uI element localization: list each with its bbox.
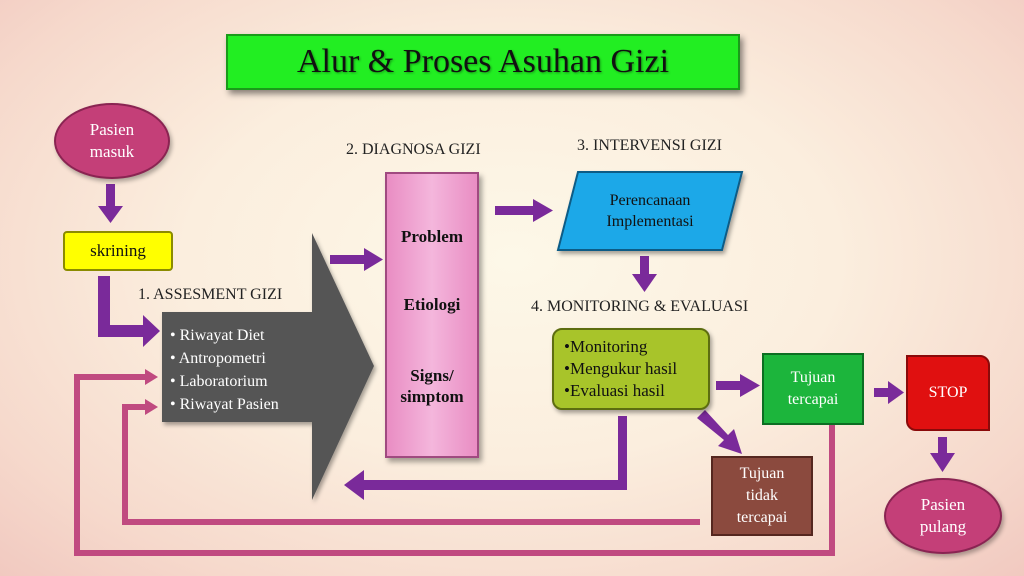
monitoring-label: 4. MONITORING & EVALUASI: [531, 298, 749, 315]
flow-arrows: [98, 184, 955, 500]
page-title: Alur & Proses Asuhan Gizi: [226, 34, 740, 90]
diagnosa-simptom: simptom: [400, 387, 464, 406]
skrining-text: skrining: [90, 241, 146, 260]
loop-inner-arrowhead: [145, 399, 158, 415]
assessment-item: • Laboratorium: [170, 373, 268, 390]
tujuan-tidak-tercapai-box: Tujuan tidak tercapai: [711, 456, 813, 536]
loop-outer-arrowhead: [145, 369, 158, 385]
arrow-diagnosa-intervensi-shaft: [495, 206, 535, 215]
loop-outer: [74, 374, 835, 556]
monitoring-item: •Monitoring: [564, 337, 648, 356]
tujuan-tidak-line3: tercapai: [736, 509, 788, 526]
intervensi-shape: [556, 171, 744, 251]
intervensi-text: Perencanaan Implementasi: [566, 176, 734, 246]
monitoring-item: •Mengukur hasil: [564, 359, 678, 378]
arrow-stop-pulang-head: [930, 453, 955, 472]
arrow-monitoring-tercapai-shaft: [716, 381, 742, 390]
monitoring-box: •Monitoring •Mengukur hasil •Evaluasi ha…: [552, 328, 710, 410]
assessment-label: 1. ASSESMENT GIZI: [138, 286, 283, 303]
arrow-monitoring-tercapai-head: [740, 374, 760, 397]
tujuan-tercapai-line2: tercapai: [787, 391, 839, 408]
intervensi-label: 3. INTERVENSI GIZI: [577, 137, 722, 154]
arrow-stop-pulang-shaft: [938, 437, 947, 455]
diagnosa-problem: Problem: [400, 227, 463, 246]
arrow-monitoring-return: [344, 416, 627, 500]
pasien-pulang-line1: Pasien: [920, 495, 966, 514]
page-title-text: Alur & Proses Asuhan Gizi: [296, 43, 670, 80]
arrow-intervensi-monitoring-shaft: [640, 256, 649, 276]
assessment-item: • Riwayat Diet: [170, 327, 265, 344]
arrow-masuk-skrining-head: [98, 206, 123, 223]
skrining-node: skrining: [63, 231, 173, 271]
intervensi-item: Perencanaan: [609, 192, 691, 209]
arrow-tercapai-stop-shaft: [874, 388, 890, 397]
monitoring-item: •Evaluasi hasil: [564, 381, 665, 400]
stop-box: STOP: [906, 355, 990, 431]
intervensi-item: Implementasi: [606, 213, 694, 230]
assessment-arrow-shape: [162, 233, 374, 500]
pasien-masuk-node: Pasien masuk: [54, 103, 170, 179]
loop-inner: [122, 404, 700, 525]
arrow-masuk-skrining-shaft: [106, 184, 115, 208]
assessment-item: • Antropometri: [170, 350, 266, 367]
arrow-monitoring-tidak-tercapai: [697, 410, 742, 454]
pasien-masuk-line1: Pasien: [89, 120, 135, 139]
diagnosa-etiologi: Etiologi: [403, 295, 461, 314]
diagnosa-label: 2. DIAGNOSA GIZI: [346, 141, 481, 158]
diagnosa-signs: Signs/: [410, 366, 454, 385]
tujuan-tidak-line1: Tujuan: [739, 465, 785, 482]
arrow-intervensi-monitoring-head: [632, 274, 657, 292]
stop-text: STOP: [928, 384, 968, 401]
tujuan-tidak-line2: tidak: [746, 487, 778, 504]
assessment-item: • Riwayat Pasien: [170, 396, 279, 413]
tujuan-tercapai-line1: Tujuan: [790, 369, 836, 386]
tujuan-tercapai-box: Tujuan tercapai: [762, 353, 864, 425]
pasien-pulang-node: Pasien pulang: [884, 478, 1002, 554]
arrow-assessment-diagnosa-shaft: [330, 255, 366, 264]
arrow-diagnosa-intervensi-head: [533, 199, 553, 222]
arrow-skrining-assessment: [98, 276, 160, 347]
assessment-list: • Riwayat Diet • Antropometri • Laborato…: [162, 318, 312, 420]
arrow-assessment-diagnosa-head: [364, 248, 383, 271]
pasien-pulang-line2: pulang: [919, 517, 967, 536]
diagnosa-box: Problem Etiologi Signs/ simptom: [385, 172, 479, 458]
arrow-tercapai-stop-head: [888, 381, 904, 404]
pasien-masuk-line2: masuk: [89, 142, 135, 161]
